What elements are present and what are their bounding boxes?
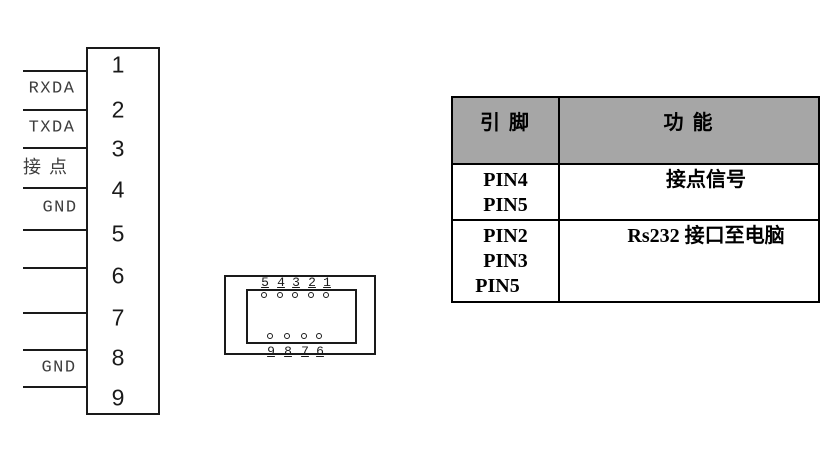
pin-id: PIN3 — [483, 250, 528, 272]
wire-line — [23, 349, 86, 351]
wire-label-rxda: RXDA — [28, 79, 76, 99]
db9-pin-hole — [261, 292, 267, 298]
function-cell: 接点信号 — [558, 163, 820, 221]
wire-line — [23, 109, 86, 111]
pin-number: 7 — [111, 304, 125, 331]
pin-id: PIN5 — [475, 275, 520, 297]
wire-label-gnd-2: GND — [41, 358, 77, 378]
table-header-row: 引 脚 功 能 — [451, 96, 820, 165]
table-row: PIN4 PIN5 接点信号 — [451, 163, 820, 221]
db9-pin-hole — [301, 333, 307, 339]
header-cell-function: 功 能 — [558, 96, 820, 165]
pin-id: PIN4 — [483, 169, 528, 191]
pin-number: 6 — [111, 262, 125, 289]
db9-pin-hole — [284, 333, 290, 339]
db9-pin-label: 9 — [267, 344, 275, 359]
db9-pin-label: 5 — [261, 275, 269, 290]
pin-number: 8 — [111, 344, 125, 371]
function-text: Rs232 接口至电脑 — [627, 225, 785, 247]
db9-pin-label: 8 — [284, 344, 292, 359]
function-cell: Rs232 接口至电脑 — [558, 219, 820, 303]
db9-pin-label: 4 — [277, 275, 285, 290]
db9-pin-label: 7 — [301, 344, 309, 359]
pin-number: 1 — [111, 51, 125, 78]
table-row: PIN2 PIN3 PIN5 Rs232 接口至电脑 — [451, 219, 820, 303]
header-cell-pin: 引 脚 — [451, 96, 560, 165]
pin-number: 3 — [111, 135, 125, 162]
left-connector-body — [86, 47, 160, 415]
wire-line — [23, 229, 86, 231]
pin-number: 9 — [111, 384, 125, 411]
db9-pin-hole — [308, 292, 314, 298]
pin-id: PIN5 — [483, 194, 528, 216]
db9-pin-hole — [323, 292, 329, 298]
wire-label-txda: TXDA — [28, 118, 76, 138]
pin-cell: PIN4 PIN5 — [451, 163, 560, 221]
db9-pin-label: 3 — [292, 275, 300, 290]
db9-pin-hole — [277, 292, 283, 298]
wire-line — [23, 386, 86, 388]
db9-pin-hole — [316, 333, 322, 339]
wire-label-contact: 接点 — [23, 157, 75, 177]
pin-cell: PIN2 PIN3 PIN5 — [451, 219, 560, 303]
function-text: 接点信号 — [666, 169, 746, 191]
db9-pin-hole — [292, 292, 298, 298]
db9-pin-label: 2 — [308, 275, 316, 290]
pin-id: PIN2 — [483, 225, 528, 247]
wire-line — [23, 147, 86, 149]
pin-number: 4 — [111, 176, 125, 203]
wire-line — [23, 187, 86, 189]
pin-number: 5 — [111, 220, 125, 247]
db9-pin-label: 1 — [323, 275, 331, 290]
wire-label-gnd-1: GND — [42, 198, 78, 218]
wire-line — [23, 70, 86, 72]
wire-line — [23, 312, 86, 314]
db9-pin-label: 6 — [316, 344, 324, 359]
pin-number: 2 — [111, 96, 125, 123]
pin-function-table: 引 脚 功 能 PIN4 PIN5 接点信号 PIN2 PIN3 PIN5 — [451, 96, 820, 303]
wire-line — [23, 267, 86, 269]
db9-pin-hole — [267, 333, 273, 339]
